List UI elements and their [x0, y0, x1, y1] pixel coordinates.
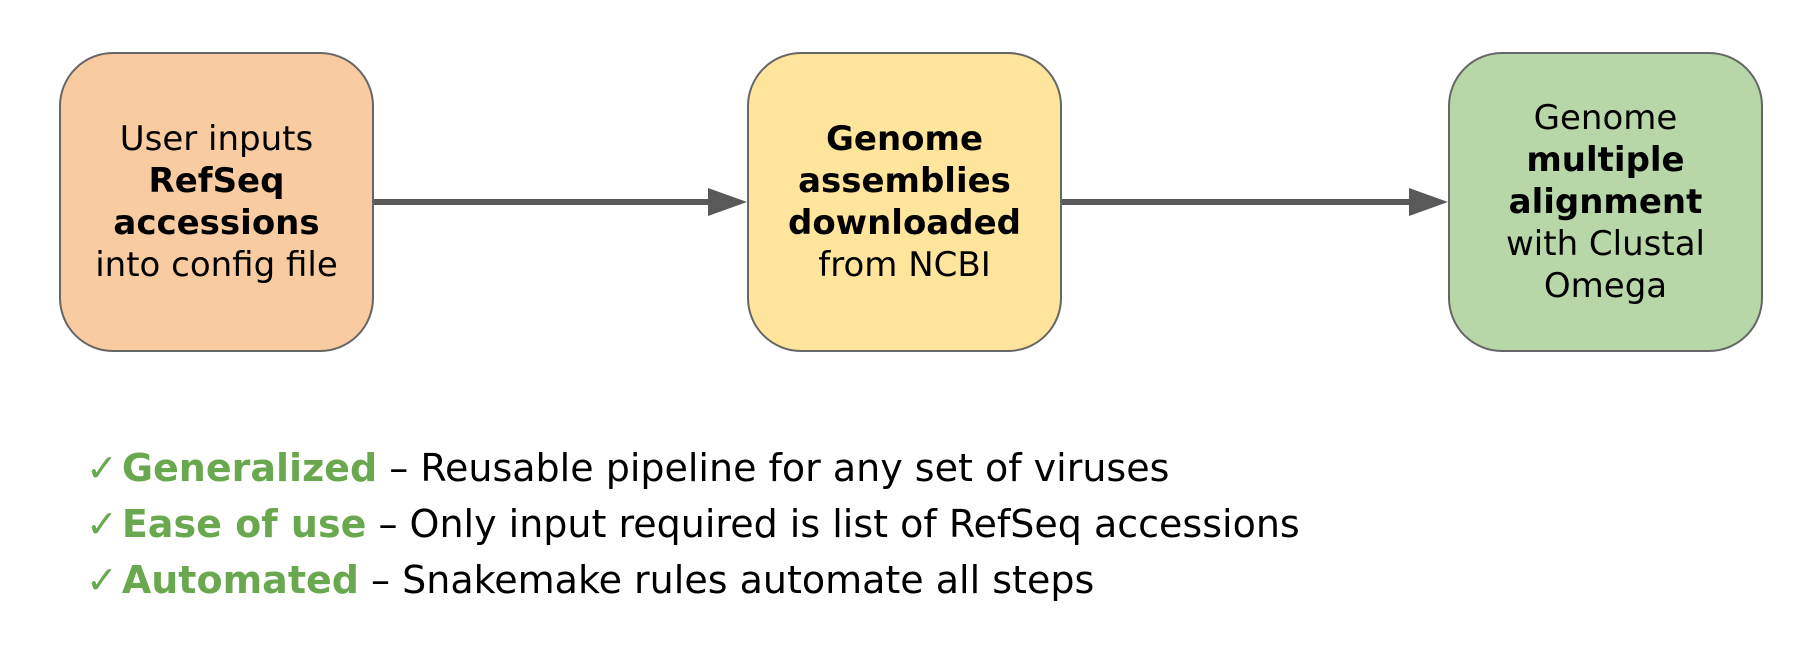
benefit-name: Ease of use [121, 502, 367, 546]
step-box-alignment: Genome multiple alignment with Clustal O… [1448, 52, 1763, 352]
benefit-name: Automated [121, 558, 359, 602]
arrow-2-head [1409, 188, 1448, 216]
step-3-line-1: Genome [1533, 98, 1678, 138]
check-mark-icon: ✓ [86, 502, 118, 546]
benefit-row-automated: ✓Automated – Snakemake rules automate al… [86, 552, 1300, 608]
step-1-line-1: User inputs [119, 119, 314, 159]
step-box-user-input: User inputs RefSeq accessions into confi… [59, 52, 374, 352]
benefit-description: – Only input required is list of RefSeq … [366, 502, 1300, 546]
step-3-line-4: with Clustal [1505, 224, 1705, 264]
step-2-line-2: assemblies [798, 161, 1011, 201]
benefit-description: – Snakemake rules automate all steps [358, 558, 1095, 602]
step-1-line-3: accessions [113, 203, 320, 243]
check-mark-icon: ✓ [86, 558, 118, 602]
step-box-download: Genome assemblies downloaded from NCBI [747, 52, 1062, 352]
step-3-line-5: Omega [1543, 266, 1668, 306]
step-3-line-2: multiple [1526, 140, 1685, 180]
benefit-row-ease-of-use: ✓Ease of use – Only input required is li… [86, 496, 1300, 552]
step-2-line-1: Genome [825, 119, 984, 159]
step-2-line-3: downloaded [787, 203, 1021, 243]
benefit-description: – Reusable pipeline for any set of virus… [377, 446, 1170, 490]
step-1-line-2: RefSeq [148, 161, 285, 201]
arrow-1-head [708, 188, 747, 216]
step-3-line-3: alignment [1508, 182, 1703, 222]
benefit-name: Generalized [121, 446, 378, 490]
benefits-list: ✓Generalized – Reusable pipeline for any… [86, 440, 1300, 608]
step-1-line-4: into config file [95, 245, 338, 285]
benefit-row-generalized: ✓Generalized – Reusable pipeline for any… [86, 440, 1300, 496]
step-2-line-4: from NCBI [818, 245, 991, 285]
check-mark-icon: ✓ [86, 446, 118, 490]
